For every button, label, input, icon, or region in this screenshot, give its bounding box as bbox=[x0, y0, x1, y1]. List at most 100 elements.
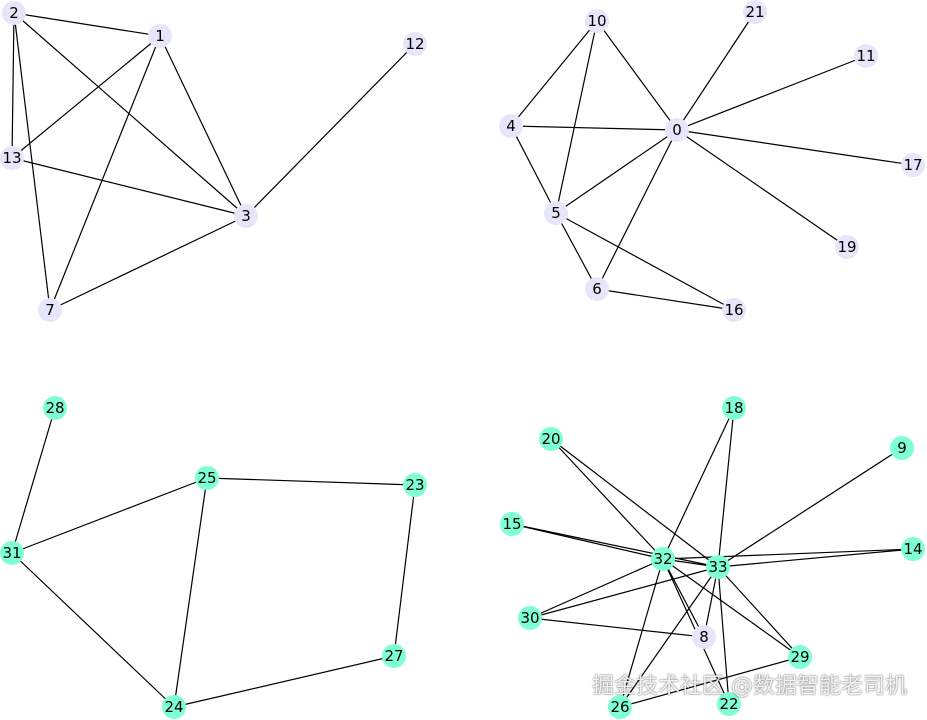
edge-25-24 bbox=[173, 477, 208, 708]
edge-5-6 bbox=[555, 212, 598, 290]
edge-26-32 bbox=[619, 558, 664, 708]
node-15: 15 bbox=[500, 512, 524, 536]
edge-1-7 bbox=[49, 35, 161, 311]
edge-2-1 bbox=[13, 12, 161, 37]
node-30: 30 bbox=[518, 606, 542, 630]
edge-layer bbox=[11, 11, 914, 708]
node-circle bbox=[717, 692, 741, 716]
node-label: 16 bbox=[724, 301, 743, 319]
node-circle bbox=[901, 153, 925, 177]
edge-20-32 bbox=[550, 438, 664, 560]
node-circle bbox=[518, 606, 542, 630]
edge-23-27 bbox=[393, 484, 416, 657]
node-0: 0 bbox=[665, 118, 689, 142]
node-label: 6 bbox=[592, 280, 602, 298]
node-circle bbox=[722, 298, 746, 322]
edge-32-29 bbox=[662, 558, 801, 658]
edge-3-7 bbox=[49, 215, 247, 311]
node-label: 23 bbox=[405, 476, 424, 494]
edge-3-12 bbox=[245, 43, 416, 217]
node-label: 33 bbox=[708, 558, 727, 576]
edge-1-3 bbox=[159, 35, 247, 217]
node-circle bbox=[403, 32, 427, 56]
edge-0-19 bbox=[676, 129, 848, 248]
node-label: 32 bbox=[653, 550, 672, 568]
edge-2-7 bbox=[13, 12, 51, 311]
node-5: 5 bbox=[544, 201, 568, 225]
node-3: 3 bbox=[234, 204, 258, 228]
node-label: 27 bbox=[384, 647, 403, 665]
node-circle bbox=[162, 695, 186, 719]
edge-1-13 bbox=[11, 35, 161, 159]
node-circle bbox=[544, 201, 568, 225]
node-circle bbox=[148, 24, 172, 48]
node-circle bbox=[585, 9, 609, 33]
edge-28-31 bbox=[11, 407, 56, 554]
node-label: 14 bbox=[903, 540, 922, 558]
edge-13-3 bbox=[11, 157, 247, 217]
edge-30-32 bbox=[529, 558, 664, 619]
node-label: 5 bbox=[551, 204, 561, 222]
watermark-text: 掘金技术社区 @数据智能老司机 bbox=[592, 674, 907, 699]
node-10: 10 bbox=[585, 9, 609, 33]
edge-33-26 bbox=[619, 566, 719, 708]
edge-26-29 bbox=[619, 656, 801, 708]
node-20: 20 bbox=[539, 427, 563, 451]
edge-0-6 bbox=[596, 129, 678, 290]
edge-30-8 bbox=[529, 617, 705, 638]
node-24: 24 bbox=[162, 695, 186, 719]
node-28: 28 bbox=[43, 396, 67, 420]
node-circle bbox=[743, 0, 767, 24]
node-label: 28 bbox=[45, 399, 64, 417]
edge-0-5 bbox=[555, 129, 678, 214]
node-12: 12 bbox=[403, 32, 427, 56]
node-label: 12 bbox=[405, 35, 424, 53]
node-circle bbox=[788, 645, 812, 669]
edge-0-11 bbox=[676, 55, 867, 131]
node-circle bbox=[665, 118, 689, 142]
node-circle bbox=[539, 427, 563, 451]
node-32: 32 bbox=[651, 547, 675, 571]
node-label: 3 bbox=[241, 207, 251, 225]
node-circle bbox=[692, 625, 716, 649]
node-label: 7 bbox=[45, 301, 55, 319]
node-label: 26 bbox=[610, 698, 629, 716]
node-4: 4 bbox=[499, 114, 523, 138]
edge-15-33 bbox=[511, 523, 719, 568]
node-23: 23 bbox=[403, 473, 427, 497]
edge-2-13 bbox=[11, 12, 15, 159]
node-circle bbox=[0, 146, 24, 170]
edge-31-24 bbox=[11, 552, 175, 708]
node-circle bbox=[890, 436, 914, 460]
node-11: 11 bbox=[854, 44, 878, 68]
node-circle bbox=[585, 277, 609, 301]
node-circle bbox=[195, 466, 219, 490]
edge-31-25 bbox=[11, 477, 208, 554]
node-29: 29 bbox=[788, 645, 812, 669]
node-circle bbox=[2, 1, 26, 25]
node-16: 16 bbox=[722, 298, 746, 322]
edge-6-16 bbox=[596, 288, 735, 311]
node-label: 1 bbox=[155, 27, 165, 45]
node-circle bbox=[38, 298, 62, 322]
node-label: 22 bbox=[719, 695, 738, 713]
node-circle bbox=[43, 396, 67, 420]
node-circle bbox=[0, 541, 24, 565]
edge-0-21 bbox=[676, 11, 756, 131]
edge-14-33 bbox=[717, 548, 914, 568]
edge-20-33 bbox=[550, 438, 719, 568]
node-19: 19 bbox=[835, 235, 859, 259]
edge-5-16 bbox=[555, 212, 735, 311]
edge-9-33 bbox=[717, 447, 903, 568]
node-circle bbox=[706, 555, 730, 579]
node-8: 8 bbox=[692, 625, 716, 649]
edge-33-22 bbox=[717, 566, 730, 705]
edge-2-3 bbox=[13, 12, 247, 217]
node-label: 21 bbox=[745, 3, 764, 21]
node-circle bbox=[608, 695, 632, 719]
node-label: 31 bbox=[2, 544, 21, 562]
node-13: 13 bbox=[0, 146, 24, 170]
edge-4-0 bbox=[510, 125, 678, 131]
